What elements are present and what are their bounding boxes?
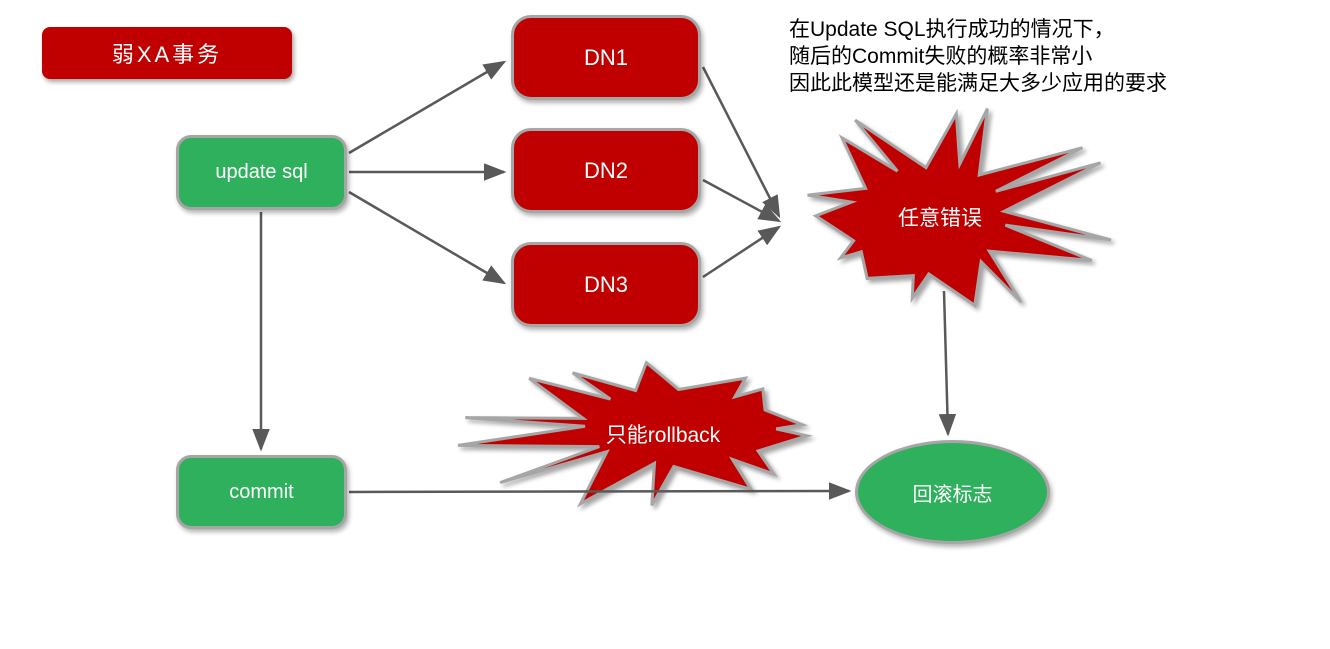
rollback-only-starburst [457,360,813,508]
dn2-node: DN2 [511,128,701,213]
rollback-only-label: 只能rollback [605,424,721,447]
arrow-any-error-to-rollback-flag [938,290,957,437]
update-sql-node: update sql [176,135,347,210]
dn2-label: DN2 [583,157,628,183]
weak-xa-title-box: 弱XA事务 [42,27,292,79]
arrow-dn3-to-any-error [702,225,782,279]
commit-label: commit [229,480,294,503]
rollback-flag-label: 回滚标志 [912,483,993,506]
dn1-label: DN1 [583,44,628,70]
rollback-flag-node: 回滚标志 [855,440,1050,544]
arrow-dn2-to-any-error [702,178,782,223]
arrow-commit-to-rollback-flag [348,482,852,500]
dn3-label: DN3 [583,271,628,297]
commit-node: commit [176,455,347,529]
arrow-update-sql-to-dn1 [348,60,507,155]
annotation-line-2: 随后的Commit失败的概率非常小 [789,45,1093,68]
arrow-dn1-to-any-error [701,66,781,219]
weak-xa-title-label: 弱XA事务 [111,42,223,67]
annotation-text: 在Update SQL执行成功的情况下， 随后的Commit失败的概率非常小 因… [789,16,1167,97]
annotation-line-1: 在Update SQL执行成功的情况下， [789,18,1115,41]
annotation-line-3: 因此此模型还是能满足大多少应用的要求 [789,72,1167,95]
any-error-label: 任意错误 [898,207,982,230]
arrow-update-sql-to-dn3 [348,190,507,285]
dn1-node: DN1 [511,15,701,100]
dn3-node: DN3 [511,242,701,327]
any-error-starburst [807,108,1112,308]
update-sql-label: update sql [215,161,308,183]
